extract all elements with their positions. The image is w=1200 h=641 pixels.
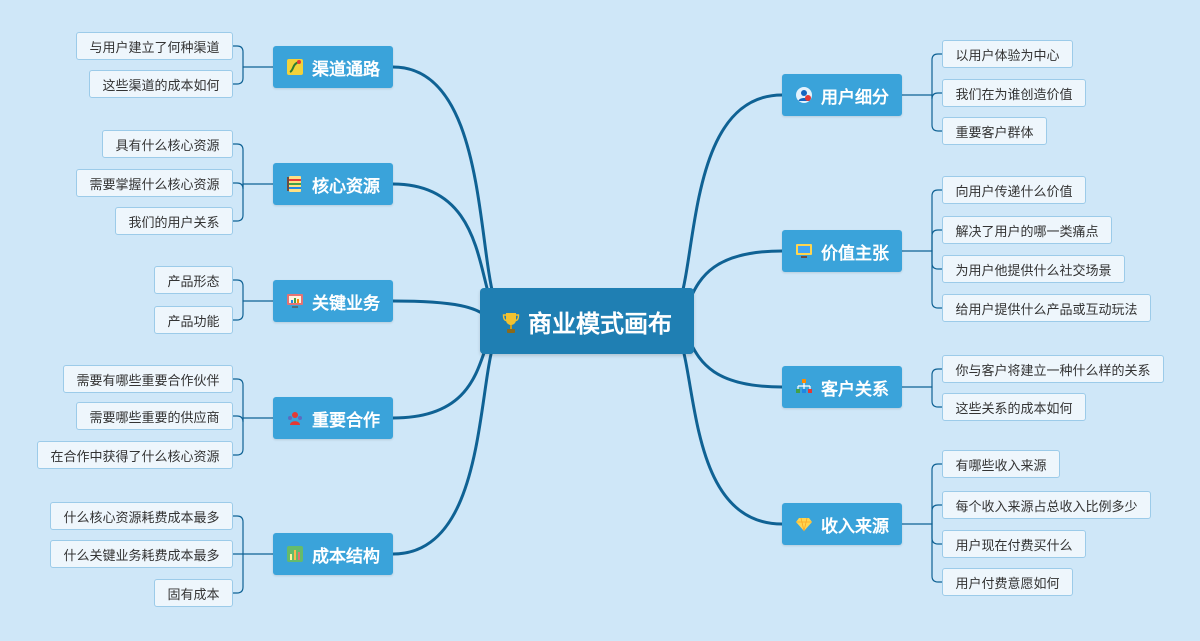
central-topic[interactable]: 商业模式画布: [480, 288, 694, 354]
resources-binder-icon: [286, 175, 304, 193]
leaf-connector: [931, 523, 943, 583]
leaf-item[interactable]: 向用户传递什么价值: [942, 176, 1086, 204]
leaf-connector: [931, 250, 943, 270]
leaf-connector: [232, 515, 244, 555]
leaf-item[interactable]: 需要掌握什么核心资源: [76, 169, 233, 197]
leaf-item[interactable]: 产品形态: [154, 266, 233, 294]
branch-label: 重要合作: [312, 410, 380, 431]
route-map-icon: [286, 58, 304, 76]
leaf-connector: [931, 229, 943, 252]
leaf-connector: [232, 182, 244, 190]
leaf-connector: [931, 368, 943, 388]
leaf-item[interactable]: 每个收入来源占总收入比例多少: [942, 491, 1151, 519]
leaf-item[interactable]: 什么核心资源耗费成本最多: [50, 502, 233, 530]
leaf-connector: [232, 66, 244, 85]
leaf-connector: [232, 279, 244, 302]
leaf-connector: [931, 92, 943, 100]
leaf-item[interactable]: 具有什么核心资源: [102, 130, 233, 158]
leaf-item[interactable]: 需要哪些重要的供应商: [76, 402, 233, 430]
leaf-item[interactable]: 这些渠道的成本如何: [89, 70, 233, 98]
leaf-item[interactable]: 与用户建立了何种渠道: [76, 32, 233, 60]
leaf-item[interactable]: 产品功能: [154, 306, 233, 334]
branch-label: 渠道通路: [312, 59, 380, 80]
cost-chart-icon: [286, 545, 304, 563]
leaf-connector: [931, 504, 943, 525]
branch-label: 客户关系: [821, 379, 889, 400]
leaf-item[interactable]: 给用户提供什么产品或互动玩法: [942, 294, 1151, 322]
branch-6[interactable]: 用户细分: [782, 74, 902, 116]
leaf-item[interactable]: 解决了用户的哪一类痛点: [942, 216, 1112, 244]
branch-9[interactable]: 收入来源: [782, 503, 902, 545]
leaf-item[interactable]: 我们的用户关系: [115, 207, 233, 235]
user-globe-icon: [795, 86, 813, 104]
team-people-icon: [286, 409, 304, 427]
leaf-item[interactable]: 你与客户将建立一种什么样的关系: [942, 355, 1164, 383]
leaf-connector: [232, 183, 244, 222]
branch-label: 核心资源: [312, 176, 380, 197]
branch-connector: [391, 65, 512, 323]
branch-label: 用户细分: [821, 87, 889, 108]
leaf-connector: [232, 417, 244, 456]
leaf-connector: [931, 463, 943, 525]
branch-2[interactable]: 核心资源: [273, 163, 393, 205]
leaf-connector: [232, 553, 244, 594]
leaf-item[interactable]: 在合作中获得了什么核心资源: [37, 441, 233, 469]
trophy-icon: [502, 312, 520, 333]
branch-label: 成本结构: [312, 546, 380, 567]
leaf-item[interactable]: 为用户他提供什么社交场景: [942, 255, 1125, 283]
central-topic-label: 商业模式画布: [528, 309, 672, 338]
leaf-item[interactable]: 我们在为谁创造价值: [942, 79, 1086, 107]
leaf-connector: [931, 94, 943, 132]
branch-4[interactable]: 重要合作: [273, 397, 393, 439]
branch-7[interactable]: 价值主张: [782, 230, 902, 272]
org-chart-icon: [795, 378, 813, 396]
leaf-connector: [232, 415, 244, 423]
leaf-item[interactable]: 用户现在付费买什么: [942, 530, 1086, 558]
leaf-connector: [931, 386, 943, 408]
leaf-item[interactable]: 有哪些收入来源: [942, 450, 1060, 478]
display-screen-icon: [795, 242, 813, 260]
branch-label: 关键业务: [312, 293, 380, 314]
leaf-item[interactable]: 用户付费意愿如何: [942, 568, 1073, 596]
leaf-connector: [931, 523, 943, 545]
branch-label: 收入来源: [821, 516, 889, 537]
branch-label: 价值主张: [821, 243, 889, 264]
leaf-item[interactable]: 需要有哪些重要合作伙伴: [63, 365, 233, 393]
leaf-connector: [931, 250, 943, 309]
diamond-icon: [795, 515, 813, 533]
leaf-connector: [232, 45, 244, 68]
branch-8[interactable]: 客户关系: [782, 366, 902, 408]
leaf-connector: [931, 189, 943, 252]
leaf-item[interactable]: 重要客户群体: [942, 117, 1047, 145]
branch-3[interactable]: 关键业务: [273, 280, 393, 322]
leaf-connector: [232, 300, 244, 321]
monitor-chart-icon: [286, 292, 304, 310]
leaf-item[interactable]: 固有成本: [154, 579, 233, 607]
branch-1[interactable]: 渠道通路: [273, 46, 393, 88]
leaf-connector: [232, 378, 244, 419]
leaf-connector: [931, 53, 943, 96]
branch-connector: [391, 319, 512, 556]
leaf-connector: [232, 143, 244, 185]
leaf-item[interactable]: 这些关系的成本如何: [942, 393, 1086, 421]
leaf-item[interactable]: 以用户体验为中心: [942, 40, 1073, 68]
leaf-item[interactable]: 什么关键业务耗费成本最多: [50, 540, 233, 568]
branch-5[interactable]: 成本结构: [273, 533, 393, 575]
